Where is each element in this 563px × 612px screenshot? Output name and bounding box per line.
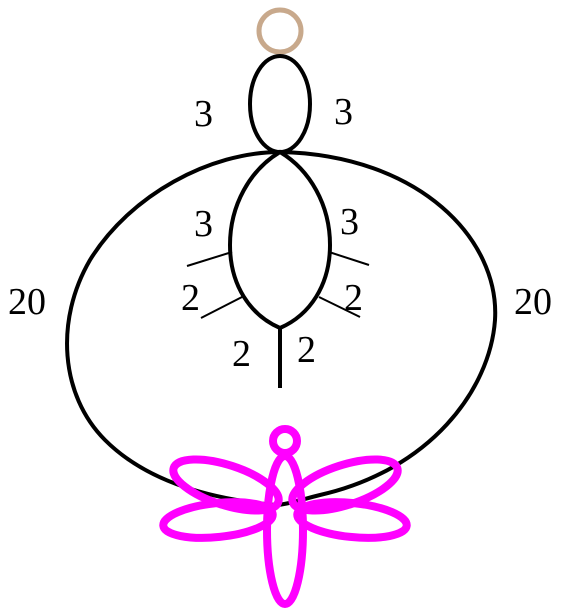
label-inner-upper-right: 3 bbox=[340, 201, 359, 243]
label-outer-left: 20 bbox=[8, 281, 46, 323]
label-inner-low-right: 2 bbox=[297, 329, 316, 371]
picot-left-upper bbox=[187, 252, 232, 266]
picot-right-upper bbox=[329, 252, 369, 265]
dragonfly-icon bbox=[162, 429, 409, 604]
label-inner-mid-left: 2 bbox=[181, 277, 200, 319]
dragonfly-body bbox=[267, 456, 303, 604]
label-top-loop-left: 3 bbox=[194, 93, 213, 135]
dragonfly-wing-lower-left bbox=[162, 497, 275, 542]
label-inner-mid-right: 2 bbox=[344, 277, 363, 319]
top-ring-icon bbox=[259, 10, 301, 52]
inner-ring bbox=[230, 152, 330, 328]
label-outer-right: 20 bbox=[514, 281, 552, 323]
dragonfly-wing-lower-right bbox=[296, 497, 409, 542]
top-loop bbox=[250, 56, 310, 152]
label-top-loop-right: 3 bbox=[334, 91, 353, 133]
label-inner-low-left: 2 bbox=[232, 333, 251, 375]
label-inner-upper-left: 3 bbox=[194, 203, 213, 245]
picot-left-lower bbox=[201, 297, 242, 318]
dragonfly-head bbox=[273, 429, 297, 453]
